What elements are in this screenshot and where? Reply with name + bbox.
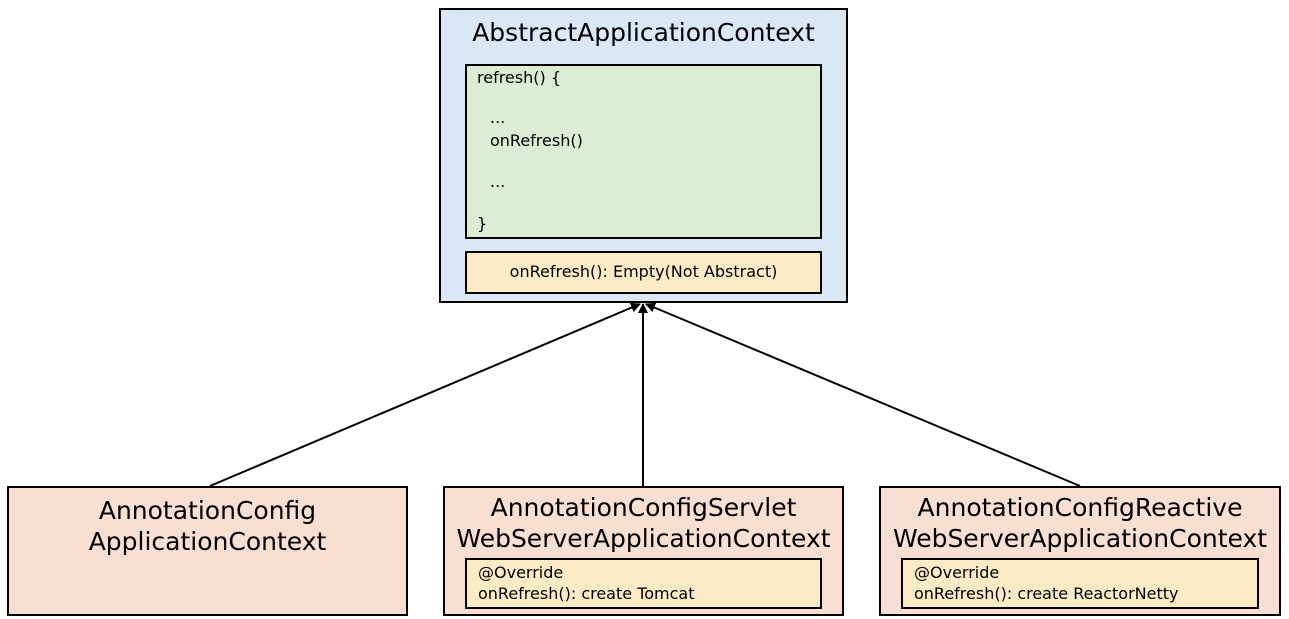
onrefresh-empty-text: onRefresh(): Empty(Not Abstract): [509, 262, 778, 281]
onrefresh-empty-note: onRefresh(): Empty(Not Abstract): [465, 251, 822, 294]
servlet-note-onrefresh: onRefresh(): create Tomcat: [478, 584, 695, 603]
annotation-config-servlet-webserver-context-box: AnnotationConfigServlet WebServerApplica…: [443, 486, 844, 616]
child2-title-line2: WebServerApplicationContext: [456, 524, 831, 553]
arrow-reactive-to-abstract: [645, 302, 1081, 487]
code-line-ellipsis-2: ...: [490, 172, 506, 191]
arrow-annotationconfig-to-abstract: [209, 302, 641, 487]
reactive-note-override: @Override: [914, 563, 1000, 582]
refresh-method-block: refresh() { ... onRefresh() ... }: [465, 64, 822, 239]
child3-title-line2: WebServerApplicationContext: [892, 524, 1268, 553]
annotation-config-application-context-box: AnnotationConfig ApplicationContext: [7, 486, 408, 616]
child1-title-line2: ApplicationContext: [88, 527, 327, 556]
child2-title-line1: AnnotationConfigServlet: [490, 493, 797, 522]
child3-title-line1: AnnotationConfigReactive: [917, 493, 1243, 522]
reactive-note-onrefresh: onRefresh(): create ReactorNetty: [914, 584, 1179, 603]
servlet-override-note: @Override onRefresh(): create Tomcat: [465, 558, 822, 609]
code-line-refresh-close: }: [477, 214, 488, 233]
parent-title: AbstractApplicationContext: [472, 18, 815, 47]
code-line-ellipsis-1: ...: [490, 108, 506, 127]
child1-title-line1: AnnotationConfig: [98, 496, 317, 525]
servlet-note-override: @Override: [478, 563, 564, 582]
annotation-config-reactive-webserver-context-box: AnnotationConfigReactive WebServerApplic…: [879, 486, 1281, 616]
reactive-override-note: @Override onRefresh(): create ReactorNet…: [901, 558, 1259, 609]
abstract-application-context-box: AbstractApplicationContext refresh() { .…: [439, 8, 848, 303]
code-line-onrefresh-call: onRefresh(): [490, 131, 583, 150]
code-line-refresh-open: refresh() {: [477, 68, 561, 87]
